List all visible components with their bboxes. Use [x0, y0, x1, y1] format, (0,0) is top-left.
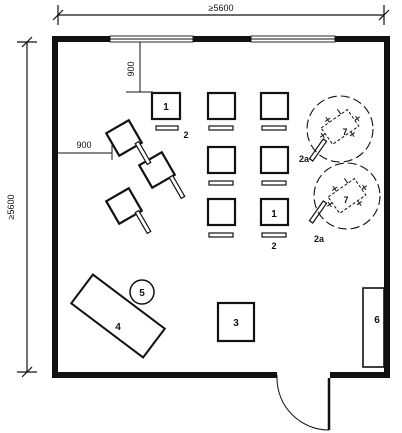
chair: [208, 180, 234, 186]
activity-zone-upper: [306, 95, 374, 163]
desk: [259, 91, 290, 121]
height-dimension-label: ≥5600: [6, 195, 16, 220]
board-circle: [129, 279, 155, 305]
chair: [168, 174, 186, 200]
window-right: [250, 35, 336, 43]
width-dimension: [52, 5, 390, 25]
angled-desks: [104, 118, 177, 226]
cabinet: [362, 287, 385, 368]
chair: [208, 232, 234, 238]
chair: [261, 180, 287, 186]
chair: [261, 232, 287, 238]
top-clearance-dimension: [126, 42, 153, 93]
chair: [261, 125, 287, 131]
label-chair-front: 2: [183, 130, 188, 140]
walls: [52, 36, 390, 378]
desk: [150, 91, 182, 121]
label-zone-upper: 7: [342, 127, 347, 137]
label-desk-front: 1: [163, 102, 169, 113]
chair: [134, 209, 152, 235]
label-zone-lower: 7: [343, 195, 348, 205]
angled-chairs: [134, 140, 186, 235]
desk: [206, 145, 237, 175]
chair: [134, 140, 152, 166]
activity-zone-lower: [313, 162, 381, 230]
label-teacher-table: 3: [233, 318, 239, 329]
chair: [155, 125, 179, 131]
chair-2a-upper: [308, 138, 328, 162]
label-cabinet: 6: [374, 315, 380, 326]
label-chair-2a-upper: 2a: [299, 154, 310, 164]
window-left: [109, 35, 194, 43]
desk: [259, 197, 290, 227]
label-chair-2a-lower: 2a: [314, 234, 325, 244]
desk: [259, 145, 290, 175]
chairs-grid: [155, 125, 287, 238]
left-clearance-label: 900: [76, 140, 91, 150]
desk-grid: [150, 91, 290, 227]
board: [69, 273, 167, 359]
height-dimension: [17, 36, 37, 378]
top-clearance-label: 900: [126, 61, 136, 76]
label-board: 4: [115, 322, 121, 333]
desk: [104, 186, 144, 226]
desk: [206, 91, 237, 121]
chair: [208, 125, 234, 131]
desk: [104, 118, 144, 158]
desk: [206, 197, 237, 227]
label-chair-back: 2: [271, 241, 276, 251]
label-board-circle: 5: [139, 288, 145, 299]
teacher-table: [216, 301, 256, 343]
width-dimension-label: ≥5600: [209, 3, 234, 13]
label-desk-back: 1: [271, 209, 277, 220]
door: [276, 375, 331, 431]
